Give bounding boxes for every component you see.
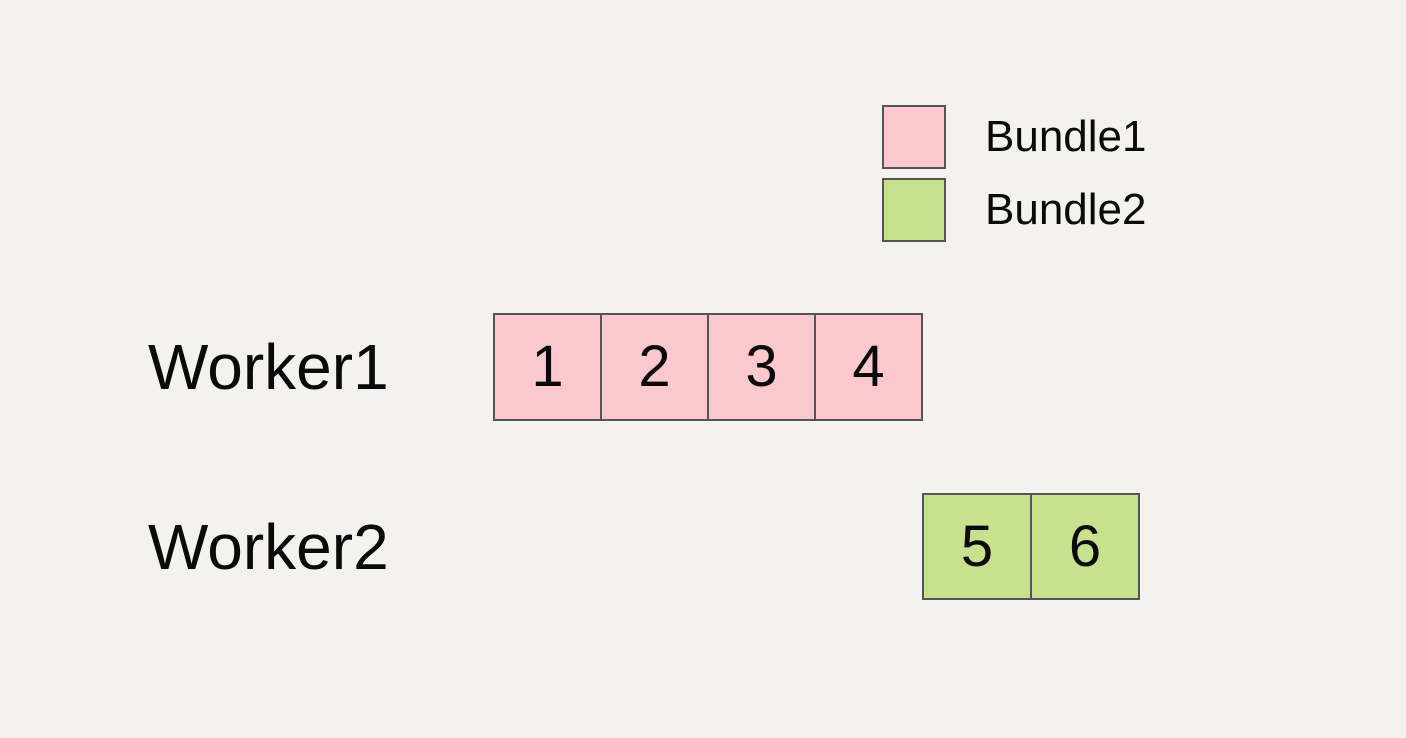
legend: Bundle1 Bundle2: [882, 105, 1146, 242]
task-cell-4: 4: [814, 315, 921, 419]
worker1-label: Worker1: [148, 331, 389, 403]
bundle2-color-swatch: [882, 178, 946, 242]
legend-label-bundle2: Bundle2: [985, 185, 1147, 234]
task-cell-5: 5: [960, 513, 994, 579]
legend-label-bundle1: Bundle1: [985, 112, 1147, 161]
legend-item-bundle1: Bundle1: [882, 105, 1146, 169]
task-cell-6: 6: [1030, 495, 1138, 598]
task-cell-3: 3: [707, 315, 814, 419]
worker1-bundle1-bar: 1 2 3 4: [493, 313, 923, 421]
bundle1-color-swatch: [882, 105, 946, 169]
task-cell-2: 2: [600, 315, 707, 419]
worker2-bundle2-bar: 5 6: [922, 493, 1140, 600]
task-cell-1: 1: [531, 334, 564, 399]
worker2-label: Worker2: [148, 510, 389, 583]
legend-item-bundle2: Bundle2: [882, 178, 1146, 242]
